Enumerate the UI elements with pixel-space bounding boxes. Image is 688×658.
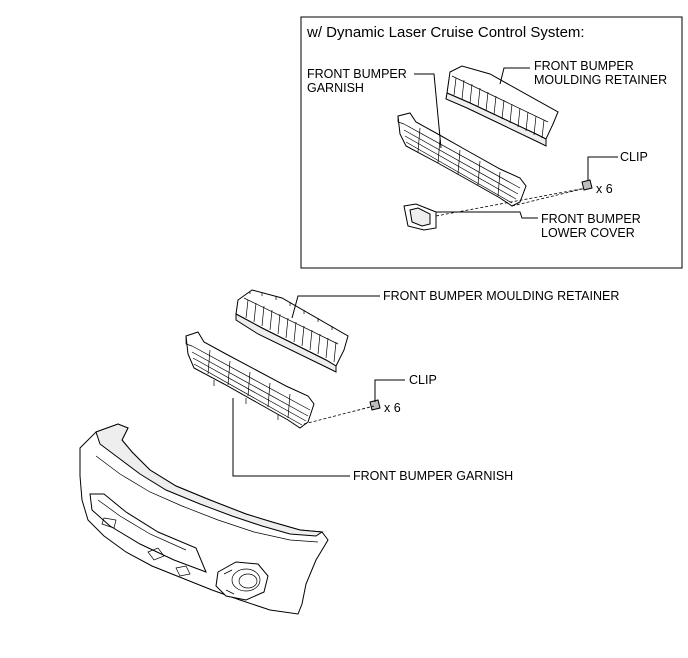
inset-panel: w/ Dynamic Laser Cruise Control System: — [300, 16, 683, 269]
inset-label-garnish-line2: GARNISH — [307, 81, 364, 95]
inset-garnish — [397, 112, 527, 207]
inset-label-clip: CLIP — [620, 150, 648, 164]
clip — [303, 399, 381, 425]
inset-moulding-retainer — [445, 65, 559, 147]
main-leader-lines — [232, 295, 405, 477]
inset-label-garnish-line1: FRONT BUMPER — [307, 67, 407, 81]
main-assembly: FRONT BUMPER MOULDING RETAINER CLIP x 6 … — [79, 289, 619, 615]
inset-label-retainer-line1: FRONT BUMPER — [534, 59, 634, 73]
front-bumper-cover — [79, 423, 329, 615]
inset-label-clip-qty: x 6 — [596, 182, 613, 196]
inset-title: w/ Dynamic Laser Cruise Control System: — [306, 24, 585, 41]
inset-label-retainer-line2: MOULDING RETAINER — [534, 73, 667, 87]
front-bumper-garnish — [185, 331, 315, 429]
label-clip-qty: x 6 — [384, 401, 401, 415]
inset-lower-cover — [403, 187, 587, 231]
moulding-retainer — [235, 289, 349, 373]
inset-label-lower-cover-line1: FRONT BUMPER — [541, 212, 641, 226]
inset-clip — [581, 179, 593, 191]
inset-label-lower-cover-line2: LOWER COVER — [541, 226, 635, 240]
inset-frame — [300, 16, 683, 269]
label-front-bumper-garnish: FRONT BUMPER GARNISH — [353, 469, 513, 483]
label-clip: CLIP — [409, 373, 437, 387]
inset-leader-lines — [414, 67, 618, 219]
label-moulding-retainer: FRONT BUMPER MOULDING RETAINER — [383, 289, 619, 303]
